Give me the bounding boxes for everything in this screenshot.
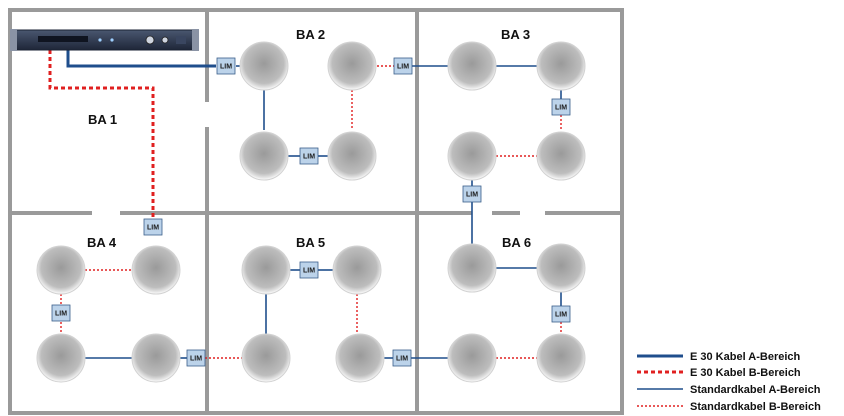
speaker-icon <box>447 41 497 91</box>
lim-box <box>186 349 206 367</box>
lim-modules: LIM LIM LIM LIM LIM LIM LIM LIM LIM LIM LIM <box>51 57 571 367</box>
lim-module: LIM <box>299 147 319 165</box>
legend-label-e30-a: E 30 Kabel A-Bereich <box>690 351 801 363</box>
lim-label: LIM <box>220 64 232 71</box>
lim-box <box>551 98 571 116</box>
room-label-ba4: BA 4 <box>87 235 117 250</box>
lim-box <box>51 304 71 322</box>
speaker-icon <box>36 333 86 383</box>
lim-module: LIM <box>216 57 236 75</box>
rack-ear-left <box>10 29 17 51</box>
lim-box <box>216 57 236 75</box>
cable-legend: E 30 Kabel A-Bereich E 30 Kabel B-Bereic… <box>637 351 821 413</box>
cables-a-bereich <box>66 50 562 359</box>
speaker-icon <box>447 131 497 181</box>
legend-label-std-b: Standardkabel B-Bereich <box>690 401 821 413</box>
room-label-ba1: BA 1 <box>88 112 117 127</box>
e30-cable-a <box>66 50 216 68</box>
lim-module: LIM <box>143 218 163 236</box>
amplifier-rack-device <box>10 29 199 51</box>
lim-box <box>392 349 412 367</box>
rack-led <box>98 38 102 42</box>
rack-led <box>110 38 114 42</box>
speaker-icon <box>327 131 377 181</box>
legend-label-std-a: Standardkabel A-Bereich <box>690 384 821 396</box>
speaker-icon <box>447 243 497 293</box>
lim-label: LIM <box>147 225 159 232</box>
rack-display <box>38 36 88 42</box>
speaker-icon <box>536 243 586 293</box>
legend-label-e30-b: E 30 Kabel B-Bereich <box>690 367 801 379</box>
lim-label: LIM <box>303 268 315 275</box>
speaker-icon <box>335 333 385 383</box>
speaker-icon <box>241 333 291 383</box>
lim-label: LIM <box>190 356 202 363</box>
rack-ear-right <box>192 29 199 51</box>
speaker-icon <box>239 131 289 181</box>
lim-label: LIM <box>397 64 409 71</box>
rack-knob <box>145 35 155 45</box>
rack-switch <box>176 36 186 44</box>
speaker-icon <box>241 245 291 295</box>
e30-cable-b <box>48 50 155 219</box>
lim-label: LIM <box>466 192 478 199</box>
speaker-icon <box>536 41 586 91</box>
lim-module: LIM <box>393 57 413 75</box>
speaker-icon <box>447 333 497 383</box>
speaker-icon <box>332 245 382 295</box>
lim-label: LIM <box>55 311 67 318</box>
room-label-ba3: BA 3 <box>501 27 530 42</box>
lim-module: LIM <box>551 98 571 116</box>
room-label-ba2: BA 2 <box>296 27 325 42</box>
lim-box <box>551 305 571 323</box>
building-walls <box>8 8 624 415</box>
lim-module: LIM <box>392 349 412 367</box>
lim-label: LIM <box>303 154 315 161</box>
lim-box <box>299 147 319 165</box>
lim-label: LIM <box>555 105 567 112</box>
speaker-icon <box>239 41 289 91</box>
speaker-icon <box>131 245 181 295</box>
room-label-ba5: BA 5 <box>296 235 325 250</box>
cables-b-bereich <box>48 50 562 359</box>
room-labels: BA 1 BA 2 BA 3 BA 4 BA 5 BA 6 <box>87 27 531 250</box>
ceiling-speakers <box>36 41 586 383</box>
lim-box <box>462 185 482 203</box>
lim-box <box>393 57 413 75</box>
lim-module: LIM <box>462 185 482 203</box>
speaker-icon <box>131 333 181 383</box>
speaker-icon <box>536 333 586 383</box>
lim-module: LIM <box>51 304 71 322</box>
speaker-icon <box>536 131 586 181</box>
lim-box <box>143 218 163 236</box>
lim-box <box>299 261 319 279</box>
lim-module: LIM <box>551 305 571 323</box>
lim-module: LIM <box>186 349 206 367</box>
lim-label: LIM <box>396 356 408 363</box>
lim-label: LIM <box>555 312 567 319</box>
speaker-icon <box>327 41 377 91</box>
room-label-ba6: BA 6 <box>502 235 531 250</box>
speaker-icon <box>36 245 86 295</box>
lim-module: LIM <box>299 261 319 279</box>
rack-knob <box>161 36 169 44</box>
